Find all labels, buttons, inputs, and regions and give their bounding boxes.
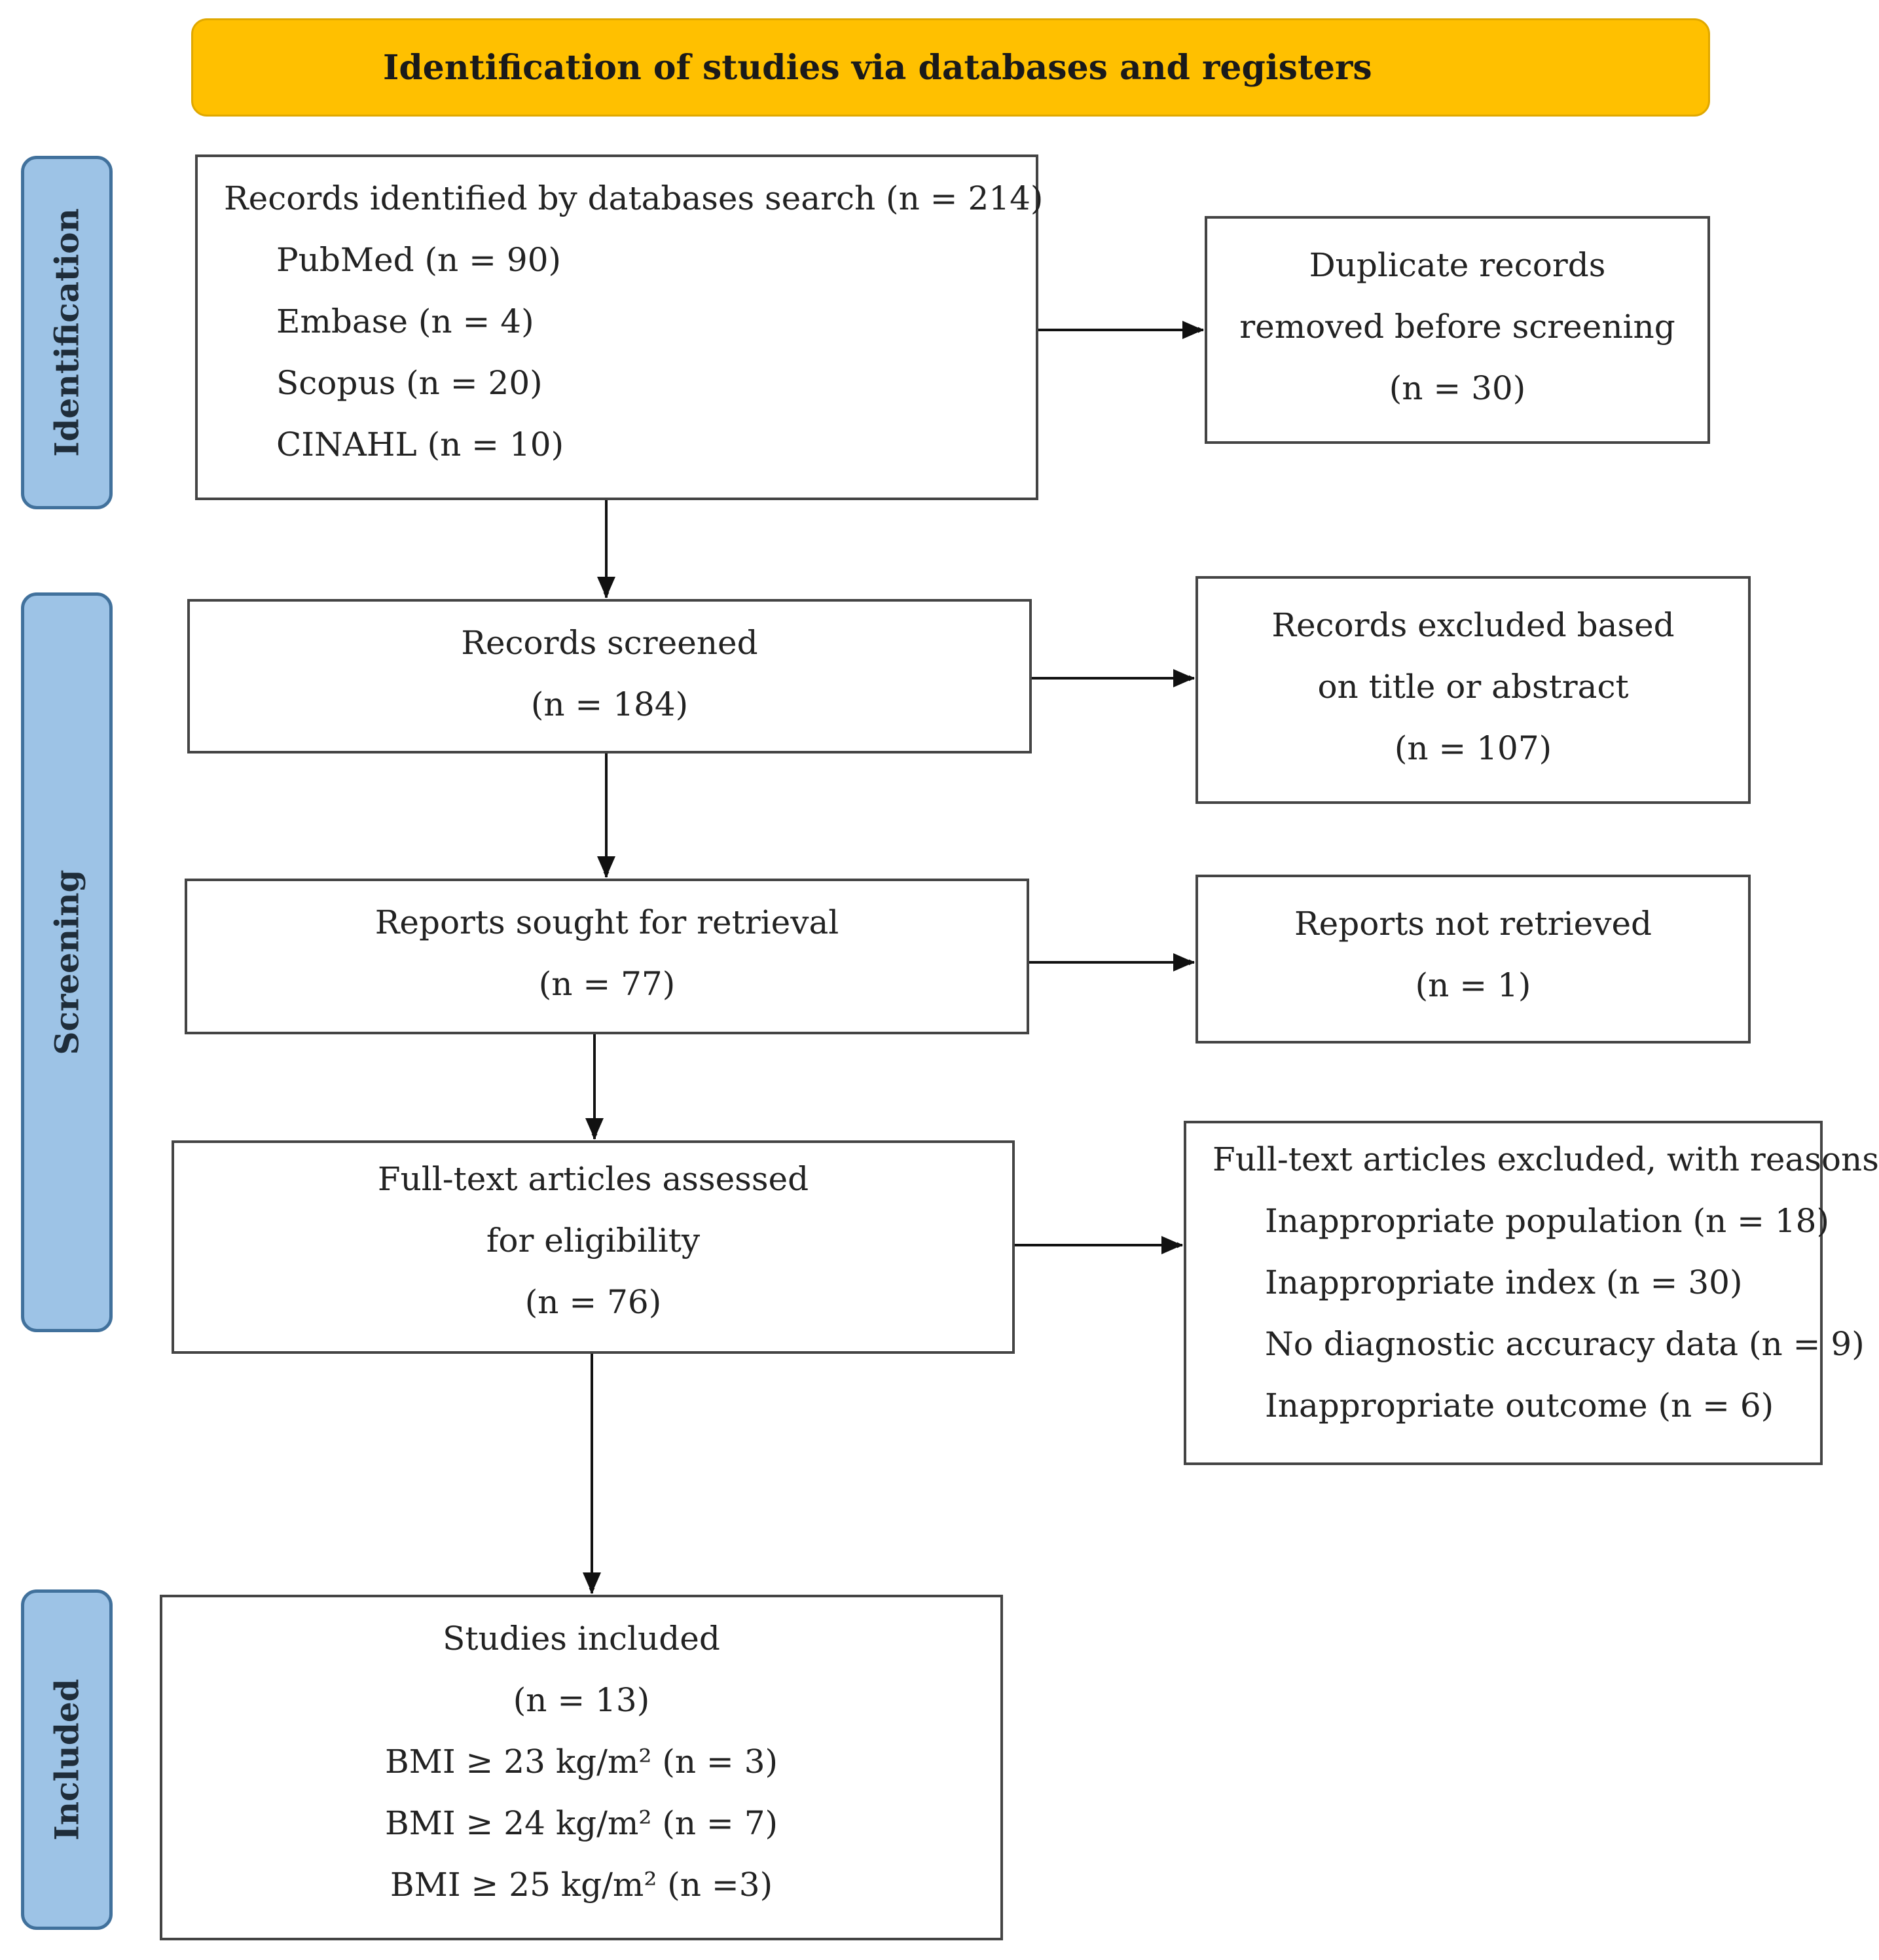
reason-no-accuracy-data: No diagnostic accuracy data (n = 9) (1265, 1325, 1865, 1363)
studies-included-box: Studies included (n = 13) BMI ≥ 23 kg/m²… (160, 1595, 1003, 1940)
full-text-assessed-box: Full-text articles assessed for eligibil… (172, 1140, 1015, 1354)
not-retrieved-count: (n = 1) (1415, 966, 1531, 1004)
source-pubmed: PubMed (n = 90) (276, 241, 562, 279)
source-embase: Embase (n = 4) (276, 302, 534, 340)
reports-sought-box: Reports sought for retrieval (n = 77) (185, 879, 1029, 1034)
duplicates-line-1: Duplicate records (1309, 246, 1606, 284)
stage-included: Included (21, 1589, 113, 1930)
assessed-line-1: Full-text articles assessed (377, 1160, 809, 1198)
header-title: Identification of studies via databases … (383, 47, 1372, 88)
reason-population: Inappropriate population (n = 18) (1265, 1202, 1829, 1240)
reason-outcome: Inappropriate outcome (n = 6) (1265, 1387, 1774, 1425)
bmi-23: BMI ≥ 23 kg/m² (n = 3) (384, 1743, 778, 1781)
excluded-title-count: (n = 107) (1394, 729, 1552, 767)
assessed-line-2: for eligibility (486, 1222, 701, 1260)
excluded-title-line-1: Records excluded based (1271, 606, 1675, 644)
screened-count: (n = 184) (530, 685, 689, 723)
records-screened-box: Records screened (n = 184) (187, 599, 1032, 753)
screened-line-1: Records screened (461, 624, 758, 662)
flow-arrows (583, 321, 1204, 1594)
included-count: (n = 13) (513, 1681, 650, 1719)
full-text-excluded-title: Full-text articles excluded, with reason… (1213, 1140, 1879, 1178)
full-text-excluded-box: Full-text articles excluded, with reason… (1184, 1121, 1879, 1465)
included-line-1: Studies included (443, 1620, 720, 1658)
excluded-title-line-2: on title or abstract (1317, 668, 1629, 706)
sought-line-1: Reports sought for retrieval (374, 903, 839, 941)
not-retrieved-line-1: Reports not retrieved (1294, 905, 1652, 943)
bmi-24: BMI ≥ 24 kg/m² (n = 7) (384, 1804, 778, 1842)
duplicates-count: (n = 30) (1389, 369, 1526, 407)
stage-screening: Screening (21, 592, 113, 1332)
assessed-count: (n = 76) (524, 1283, 662, 1321)
stage-identification: Identification (21, 156, 113, 509)
sought-count: (n = 77) (538, 965, 676, 1003)
excluded-title-abstract-box: Records excluded based on title or abstr… (1195, 576, 1751, 804)
records-identified-box: Records identified by databases search (… (195, 154, 1044, 500)
duplicates-line-2: removed before screening (1239, 308, 1675, 346)
source-cinahl: CINAHL (n = 10) (276, 426, 564, 463)
reason-index: Inappropriate index (n = 30) (1265, 1263, 1743, 1301)
header-banner: Identification of studies via databases … (191, 18, 1710, 117)
bmi-25: BMI ≥ 25 kg/m² (n =3) (390, 1866, 773, 1904)
duplicates-removed-box: Duplicate records removed before screeni… (1205, 216, 1710, 444)
reports-not-retrieved-box: Reports not retrieved (n = 1) (1195, 875, 1751, 1044)
source-scopus: Scopus (n = 20) (276, 364, 543, 402)
records-identified-title: Records identified by databases search (… (224, 179, 1044, 217)
